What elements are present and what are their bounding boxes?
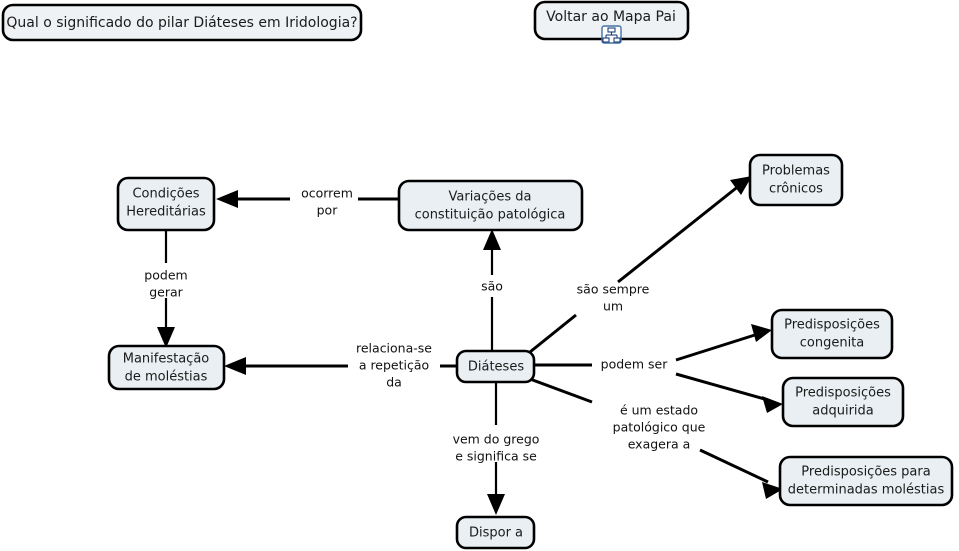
link-label-estado-patologico: é um estado patológico que exagera a (613, 403, 706, 452)
edge-diateses-to-manifestacao (224, 357, 458, 375)
node-label-line-1: Manifestação (123, 352, 210, 367)
node-shape[interactable] (107, 344, 226, 391)
link-label-podem-ser: podem ser (601, 357, 669, 372)
back-to-parent-map-button[interactable]: Voltar ao Mapa Pai (533, 0, 690, 44)
node-predisposicoes-adquirida[interactable]: Predisposições adquirida (781, 376, 905, 428)
node-label-line-1: Dispor a (469, 526, 523, 541)
question-title-box-shape (1, 3, 363, 42)
link-label-line-2: gerar (149, 285, 183, 300)
node-predisposicoes-determinadas-molestias[interactable]: Predisposições para determinadas molésti… (778, 455, 954, 507)
node-shape[interactable] (781, 376, 905, 428)
edge-segment-upper (617, 183, 741, 284)
edge-diateses-to-determinadas (529, 377, 783, 499)
link-label-line-2: patológico que (613, 420, 706, 435)
arrow-head-adquirida (762, 396, 783, 413)
node-label-line-1: Problemas (762, 164, 830, 179)
node-label-line-1: Condições (132, 187, 199, 202)
link-label-line-1: podem (144, 268, 187, 283)
link-label-line-2: a repetição (359, 358, 429, 373)
edge-variacoes-to-condicoes (216, 190, 398, 208)
node-label-line-1: Predisposições (795, 386, 891, 401)
node-label-line-2: crônicos (769, 182, 823, 197)
arrow-head-manifestacao (224, 357, 246, 375)
link-label-relaciona-se: relaciona-se a repetição da (356, 341, 432, 390)
edge-segment-lower (529, 313, 577, 354)
arrow-head-problemas (730, 176, 752, 195)
edge-segment-upper (529, 377, 593, 404)
node-label-line-2: congenita (800, 336, 865, 351)
node-shape[interactable] (778, 455, 954, 507)
link-label-line-3: exagera a (628, 437, 691, 452)
node-dispor-a[interactable]: Dispor a (455, 515, 536, 550)
arrow-head-congenita (751, 324, 772, 342)
node-label-line-2: Hereditárias (126, 205, 206, 220)
edge-segment (675, 372, 769, 402)
question-title-box: Qual o significado do pilar Diáteses em … (1, 3, 363, 42)
node-predisposicoes-congenita[interactable]: Predisposições congenita (770, 308, 894, 360)
node-shape[interactable] (455, 515, 536, 550)
node-label-line-2: adquirida (812, 404, 874, 419)
link-label-sao: são (481, 279, 503, 294)
arrow-head-manifestacao (157, 327, 175, 348)
link-label-sao-sempre-um: são sempre um (577, 282, 650, 314)
edge-diateses-to-variacoes (483, 229, 501, 350)
node-diateses[interactable]: Diáteses (455, 349, 536, 384)
node-condicoes-hereditarias[interactable]: Condições Hereditárias (116, 176, 216, 232)
edge-podem-ser-to-adquirida (675, 372, 783, 413)
node-shape[interactable] (748, 153, 844, 207)
question-title-text: Qual o significado do pilar Diáteses em … (6, 15, 357, 31)
link-label-line-3: da (386, 375, 402, 390)
node-shape[interactable] (116, 176, 216, 232)
node-problemas-cronicos[interactable]: Problemas crônicos (748, 153, 844, 207)
concept-map-icon[interactable] (601, 25, 622, 44)
node-shape[interactable] (397, 179, 584, 232)
link-label-line-1: são (481, 279, 503, 294)
arrow-head-condicoes (216, 190, 238, 208)
link-label-line-1: ocorrem (301, 186, 353, 201)
node-label-line-1: Predisposições para (801, 465, 930, 480)
node-variacoes-constituicao-patologica[interactable]: Variações da constituição patológica (397, 179, 584, 232)
edge-diateses-to-dispor (487, 383, 505, 515)
node-manifestacao-de-molestias[interactable]: Manifestação de moléstias (107, 344, 226, 391)
node-shape[interactable] (770, 308, 894, 360)
edge-segment (675, 332, 759, 362)
concept-map-icon-node-bottom-right (613, 37, 621, 43)
link-label-vem-do-grego: vem do grego e significa se (453, 432, 540, 464)
concept-map-icon-node-top (607, 27, 616, 33)
link-label-line-2: e significa se (455, 449, 537, 464)
link-label-line-1: vem do grego (453, 432, 540, 447)
link-label-ocorrem-por: ocorrem por (301, 186, 353, 218)
node-label-line-1: Predisposições (784, 318, 880, 333)
link-label-line-1: são sempre (577, 282, 650, 297)
edge-podem-ser-to-congenita (675, 324, 772, 362)
link-label-line-2: um (603, 299, 623, 314)
link-label-line-1: relaciona-se (356, 341, 432, 356)
node-label-line-1: Variações da (449, 190, 532, 205)
link-label-line-2: por (317, 203, 339, 218)
link-label-line-1: é um estado (620, 403, 698, 418)
node-label-line-1: Diáteses (468, 360, 524, 375)
node-shape[interactable] (455, 349, 536, 384)
arrow-head-determinadas (762, 482, 783, 499)
arrow-head-variacoes (483, 229, 501, 250)
arrow-head-dispor (487, 494, 505, 515)
concept-map-icon-node-bottom-left (602, 37, 610, 43)
back-button-label: Voltar ao Mapa Pai (546, 9, 676, 25)
edge-condicoes-to-manifestacao (157, 230, 175, 348)
edge-diateses-to-problemas (529, 176, 752, 354)
edge-segment-lower (699, 448, 769, 484)
link-label-line-1: podem ser (601, 357, 669, 372)
link-label-podem-gerar: podem gerar (144, 268, 187, 300)
node-label-line-2: constituição patológica (415, 208, 566, 223)
node-label-line-2: de moléstias (125, 370, 208, 385)
node-label-line-2: determinadas moléstias (788, 483, 945, 498)
